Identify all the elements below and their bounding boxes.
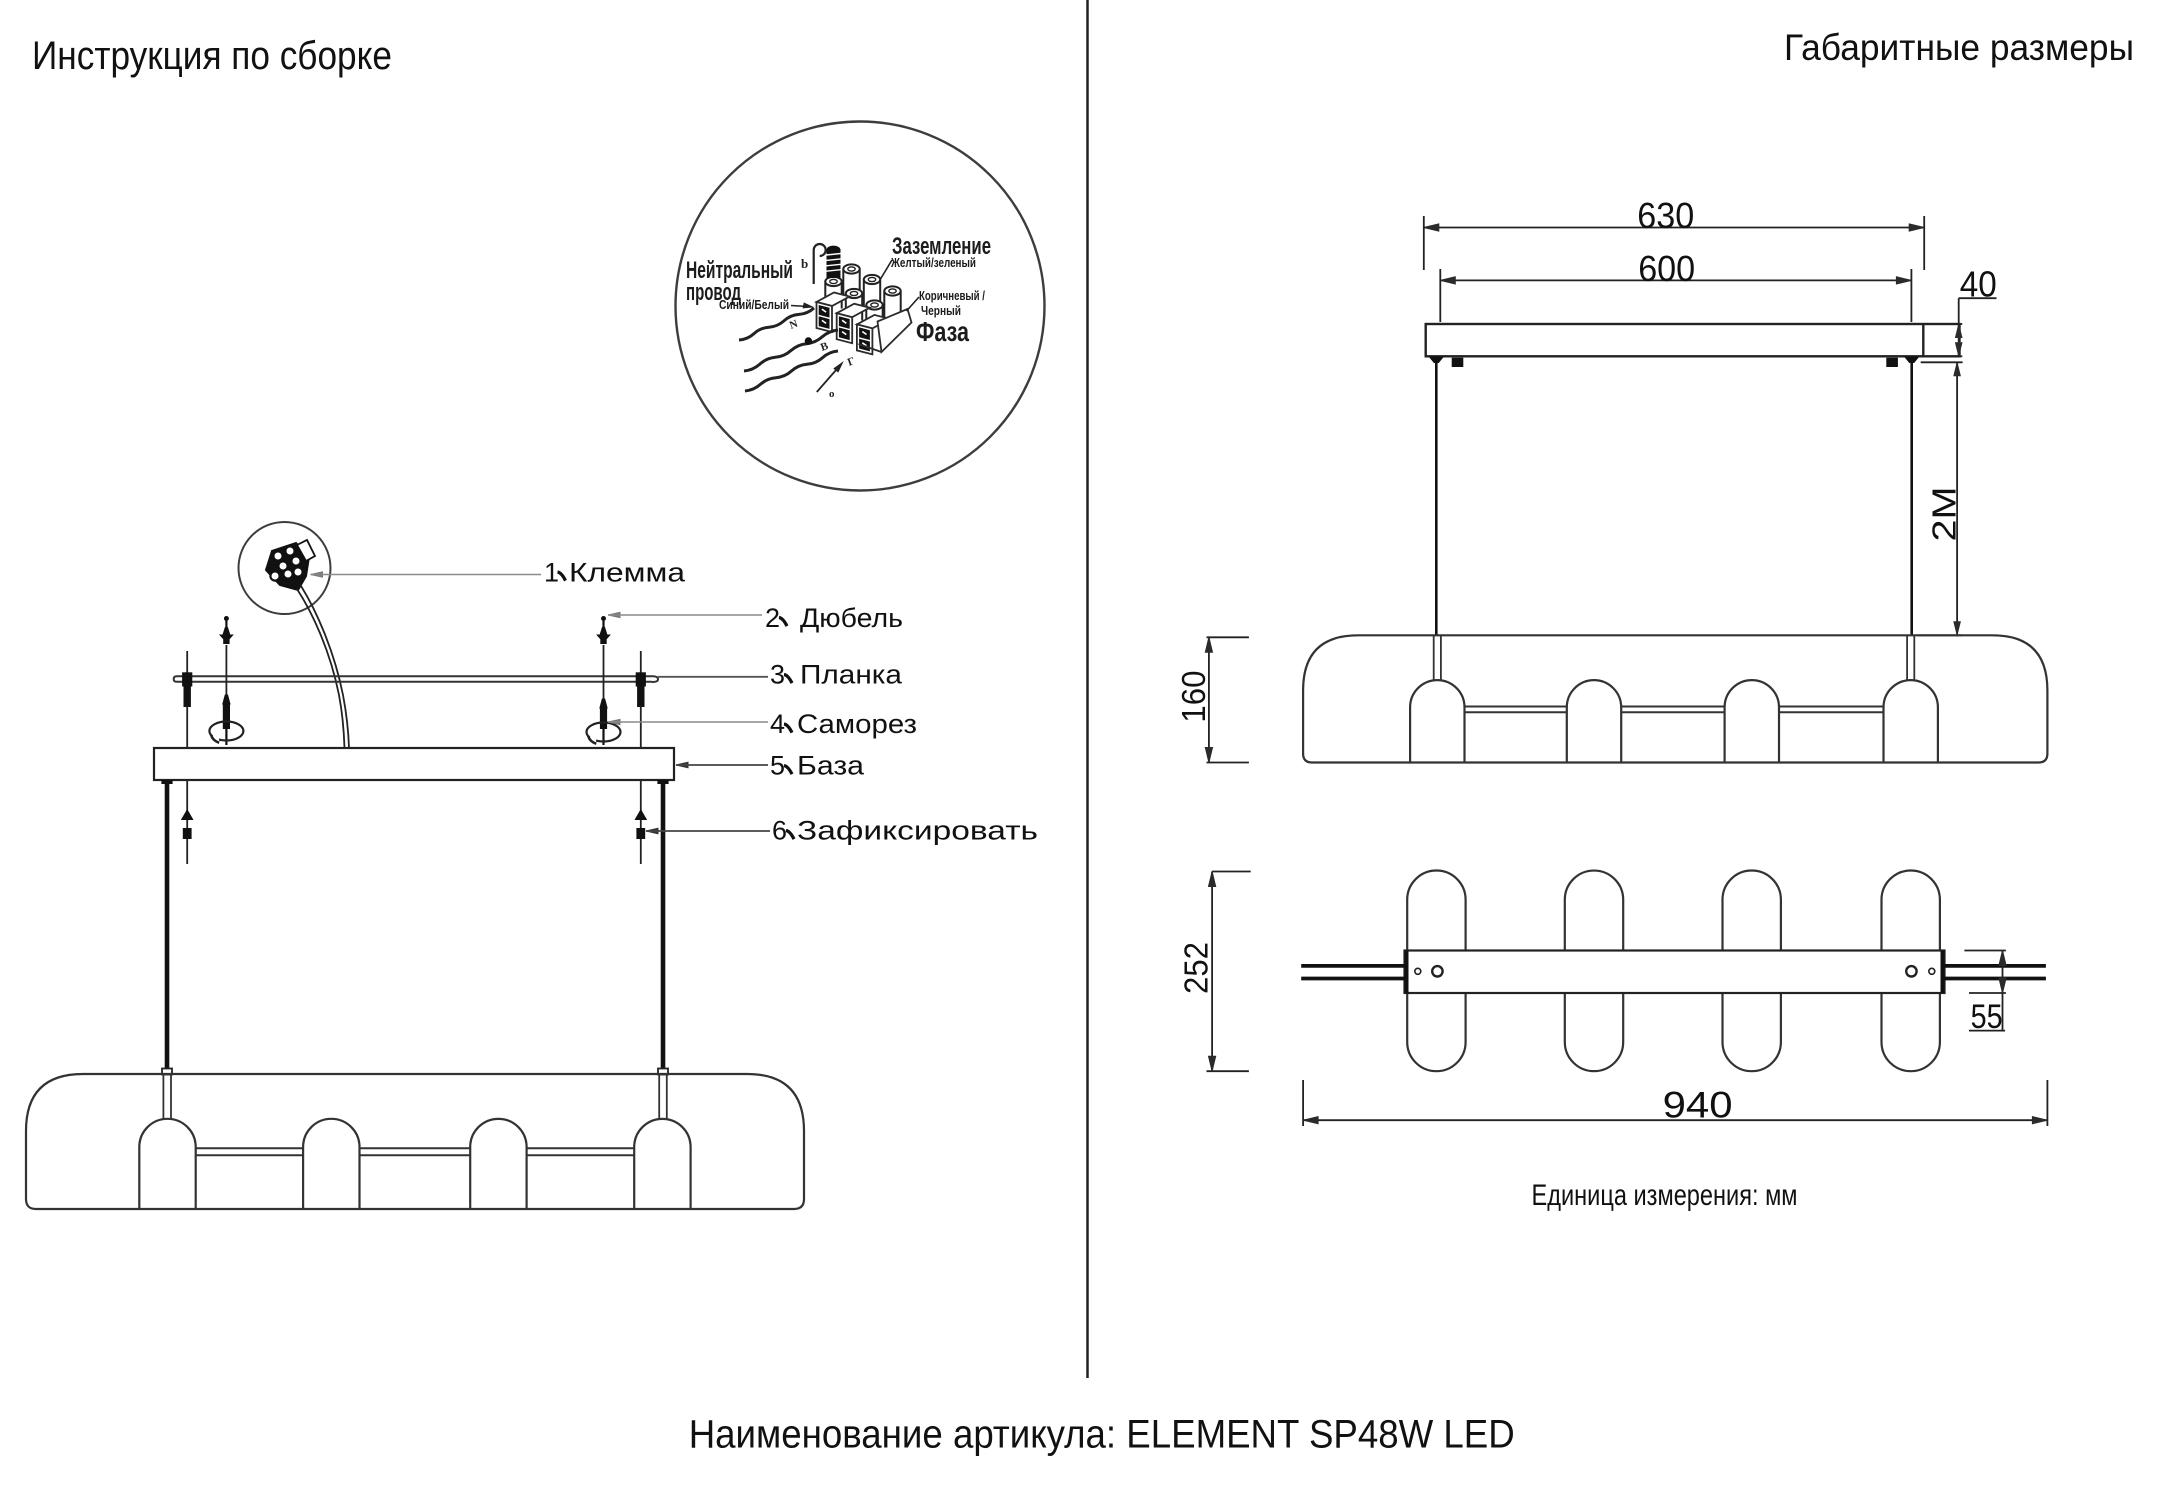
svg-text:Единица измерения: мм: Единица измерения: мм bbox=[1532, 1179, 1798, 1212]
svg-text:2M: 2M bbox=[1926, 487, 1963, 542]
svg-text:4: 4 bbox=[770, 709, 785, 739]
svg-text:Синий/Белый: Синий/Белый bbox=[719, 298, 789, 312]
svg-text:o: o bbox=[829, 388, 835, 400]
svg-text:Наименование артикула: ELEMENT: Наименование артикула: ELEMENT SP48W LED bbox=[689, 1412, 1515, 1456]
svg-text:Дюбель: Дюбель bbox=[800, 603, 903, 633]
svg-text:База: База bbox=[797, 751, 865, 781]
svg-text:b: b bbox=[801, 256, 808, 271]
svg-text:Саморез: Саморез bbox=[797, 709, 917, 739]
svg-text:Планка: Планка bbox=[800, 660, 903, 690]
svg-text:провод: провод bbox=[686, 279, 741, 306]
svg-text:Коричневый /: Коричневый / bbox=[919, 289, 985, 303]
svg-text:55: 55 bbox=[1971, 998, 2003, 1036]
svg-text:252: 252 bbox=[1178, 942, 1215, 994]
svg-text:600: 600 bbox=[1638, 248, 1695, 289]
svg-text:5: 5 bbox=[770, 751, 785, 781]
svg-text:Габаритные размеры: Габаритные размеры bbox=[1784, 27, 2134, 68]
svg-text:6: 6 bbox=[772, 816, 787, 846]
svg-text:160: 160 bbox=[1175, 671, 1212, 723]
svg-text:Г: Г bbox=[846, 355, 857, 369]
svg-text:1: 1 bbox=[544, 558, 559, 588]
svg-text:3: 3 bbox=[770, 660, 785, 690]
svg-text:Заземление: Заземление bbox=[892, 233, 991, 260]
svg-text:Нейтральный: Нейтральный bbox=[686, 257, 793, 284]
svg-text:Зафиксировать: Зафиксировать bbox=[797, 816, 1038, 846]
svg-text:Желтый/зеленый: Желтый/зеленый bbox=[890, 256, 976, 270]
svg-text:940: 940 bbox=[1663, 1085, 1733, 1126]
svg-text:630: 630 bbox=[1637, 195, 1694, 236]
svg-text:N: N bbox=[788, 318, 800, 332]
svg-text:Клемма: Клемма bbox=[569, 558, 686, 588]
svg-text:2: 2 bbox=[765, 603, 780, 633]
svg-text:Фаза: Фаза bbox=[916, 316, 969, 347]
svg-text:B: B bbox=[819, 340, 831, 354]
svg-text:Инструкция по сборке: Инструкция по сборке bbox=[32, 34, 392, 78]
svg-text:Черный: Черный bbox=[921, 304, 961, 318]
